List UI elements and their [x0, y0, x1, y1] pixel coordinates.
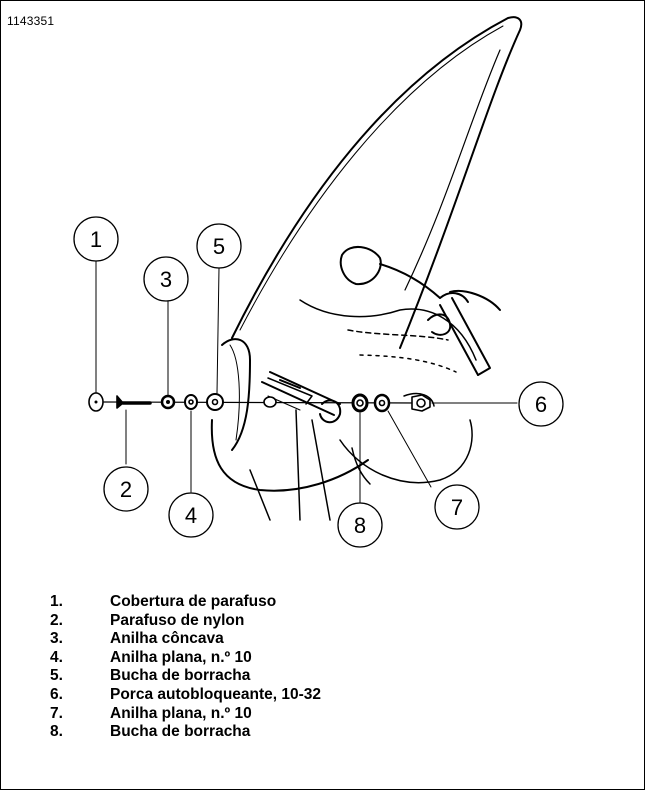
mounting-bracket [210, 338, 369, 492]
locknut-part [411, 394, 431, 412]
legend-item: 1. Cobertura de parafuso [50, 593, 321, 612]
callout-bubble-2: 2 [103, 466, 149, 512]
legend-item: 5. Bucha de borracha [50, 667, 321, 686]
legend-number: 8. [50, 723, 63, 741]
legend-item: 2. Parafuso de nylon [50, 612, 321, 631]
rubber-bushing-part-5 [206, 393, 224, 411]
windshield [231, 16, 523, 349]
figure-id: 1143351 [7, 14, 55, 28]
callout-bubble-8: 8 [337, 502, 383, 548]
handlebar [427, 290, 501, 376]
callout-number: 8 [354, 513, 366, 538]
rubber-bushing-part-8 [351, 393, 369, 413]
callout-bubble-4: 4 [168, 492, 214, 538]
legend-item: 7. Anilha plana, n.º 10 [50, 705, 321, 724]
legend-number: 1. [50, 593, 63, 610]
exploded-hardware [88, 392, 431, 413]
nylon-screw-part [116, 395, 124, 409]
callout-number: 7 [451, 495, 463, 520]
flat-washer-part-7 [373, 393, 391, 413]
callout-bubble-1: 1 [73, 216, 119, 262]
legend-item: 3. Anilha côncava [50, 630, 321, 649]
mirror [339, 246, 469, 303]
callout-bubble-5: 5 [196, 223, 242, 269]
windshield-assembly-illustration: 1 2 3 4 5 6 7 8 [73, 16, 564, 548]
flat-washer-part-4 [184, 394, 198, 410]
callout-number: 6 [535, 392, 547, 417]
legend-number: 3. [50, 630, 63, 648]
legend-text: Cobertura de parafuso [110, 593, 277, 610]
callout-number: 2 [120, 477, 132, 502]
callout-number: 5 [213, 234, 225, 259]
callout-bubble-3: 3 [143, 256, 189, 302]
callout-number: 4 [185, 503, 197, 528]
legend-text: Porca autobloqueante, 10-32 [110, 685, 322, 703]
legend-item: 8. Bucha de borracha [50, 723, 321, 742]
legend-text: Bucha de borracha [110, 667, 251, 685]
legend-text: Bucha de borracha [110, 723, 251, 741]
legend-text: Anilha plana, n.º 10 [110, 704, 252, 722]
leader-lines [95, 260, 518, 504]
callout-number: 1 [90, 227, 102, 252]
callout-bubble-7: 7 [434, 484, 480, 530]
legend-text: Anilha plana, n.º 10 [110, 648, 252, 666]
legend-item: 6. Porca autobloqueante, 10-32 [50, 686, 321, 705]
parts-legend: 1. Cobertura de parafuso 2. Parafuso de ny… [50, 593, 321, 742]
legend-number: 4. [50, 648, 63, 666]
legend-text: Anilha côncava [110, 630, 224, 648]
legend-text: Parafuso de nylon [110, 611, 245, 629]
legend-number: 7. [50, 704, 63, 722]
legend-number: 2. [50, 611, 63, 629]
legend-number: 5. [50, 667, 63, 685]
callout-bubble-6: 6 [518, 381, 564, 427]
callout-number: 3 [160, 267, 172, 292]
legend-number: 6. [50, 685, 63, 703]
legend-item: 4. Anilha plana, n.º 10 [50, 649, 321, 668]
fork-housing [249, 299, 477, 521]
